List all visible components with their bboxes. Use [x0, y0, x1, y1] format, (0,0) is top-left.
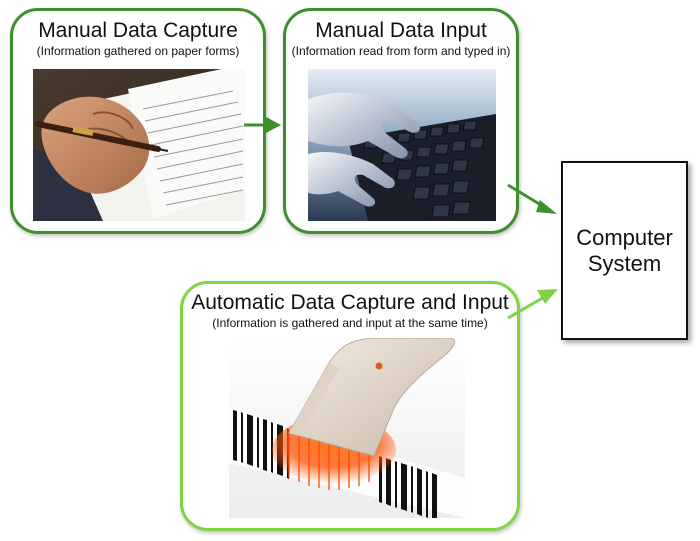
- manual-data-capture-title: Manual Data Capture: [38, 19, 238, 42]
- manual-data-input-subtitle: (Information read from form and typed in…: [291, 44, 511, 58]
- computer-system-box: Computer System: [561, 161, 688, 340]
- computer-system-label-line1: Computer: [576, 224, 673, 250]
- automatic-data-capture-card: Automatic Data Capture and Input (Inform…: [180, 281, 520, 531]
- manual-data-capture-card: Manual Data Capture (Information gathere…: [10, 8, 266, 234]
- manual-data-capture-subtitle: (Information gathered on paper forms): [36, 44, 240, 58]
- computer-system-label-line2: System: [587, 250, 662, 276]
- barcode-scanner-image: [229, 338, 465, 518]
- hands-typing-keyboard-image: [308, 69, 496, 221]
- manual-data-input-title: Manual Data Input: [315, 19, 487, 42]
- hand-writing-on-form-image: [33, 69, 245, 221]
- automatic-data-capture-title: Automatic Data Capture and Input: [191, 291, 509, 314]
- manual-data-input-card: Manual Data Input (Information read from…: [283, 8, 519, 234]
- automatic-data-capture-subtitle: (Information is gathered and input at th…: [212, 316, 488, 330]
